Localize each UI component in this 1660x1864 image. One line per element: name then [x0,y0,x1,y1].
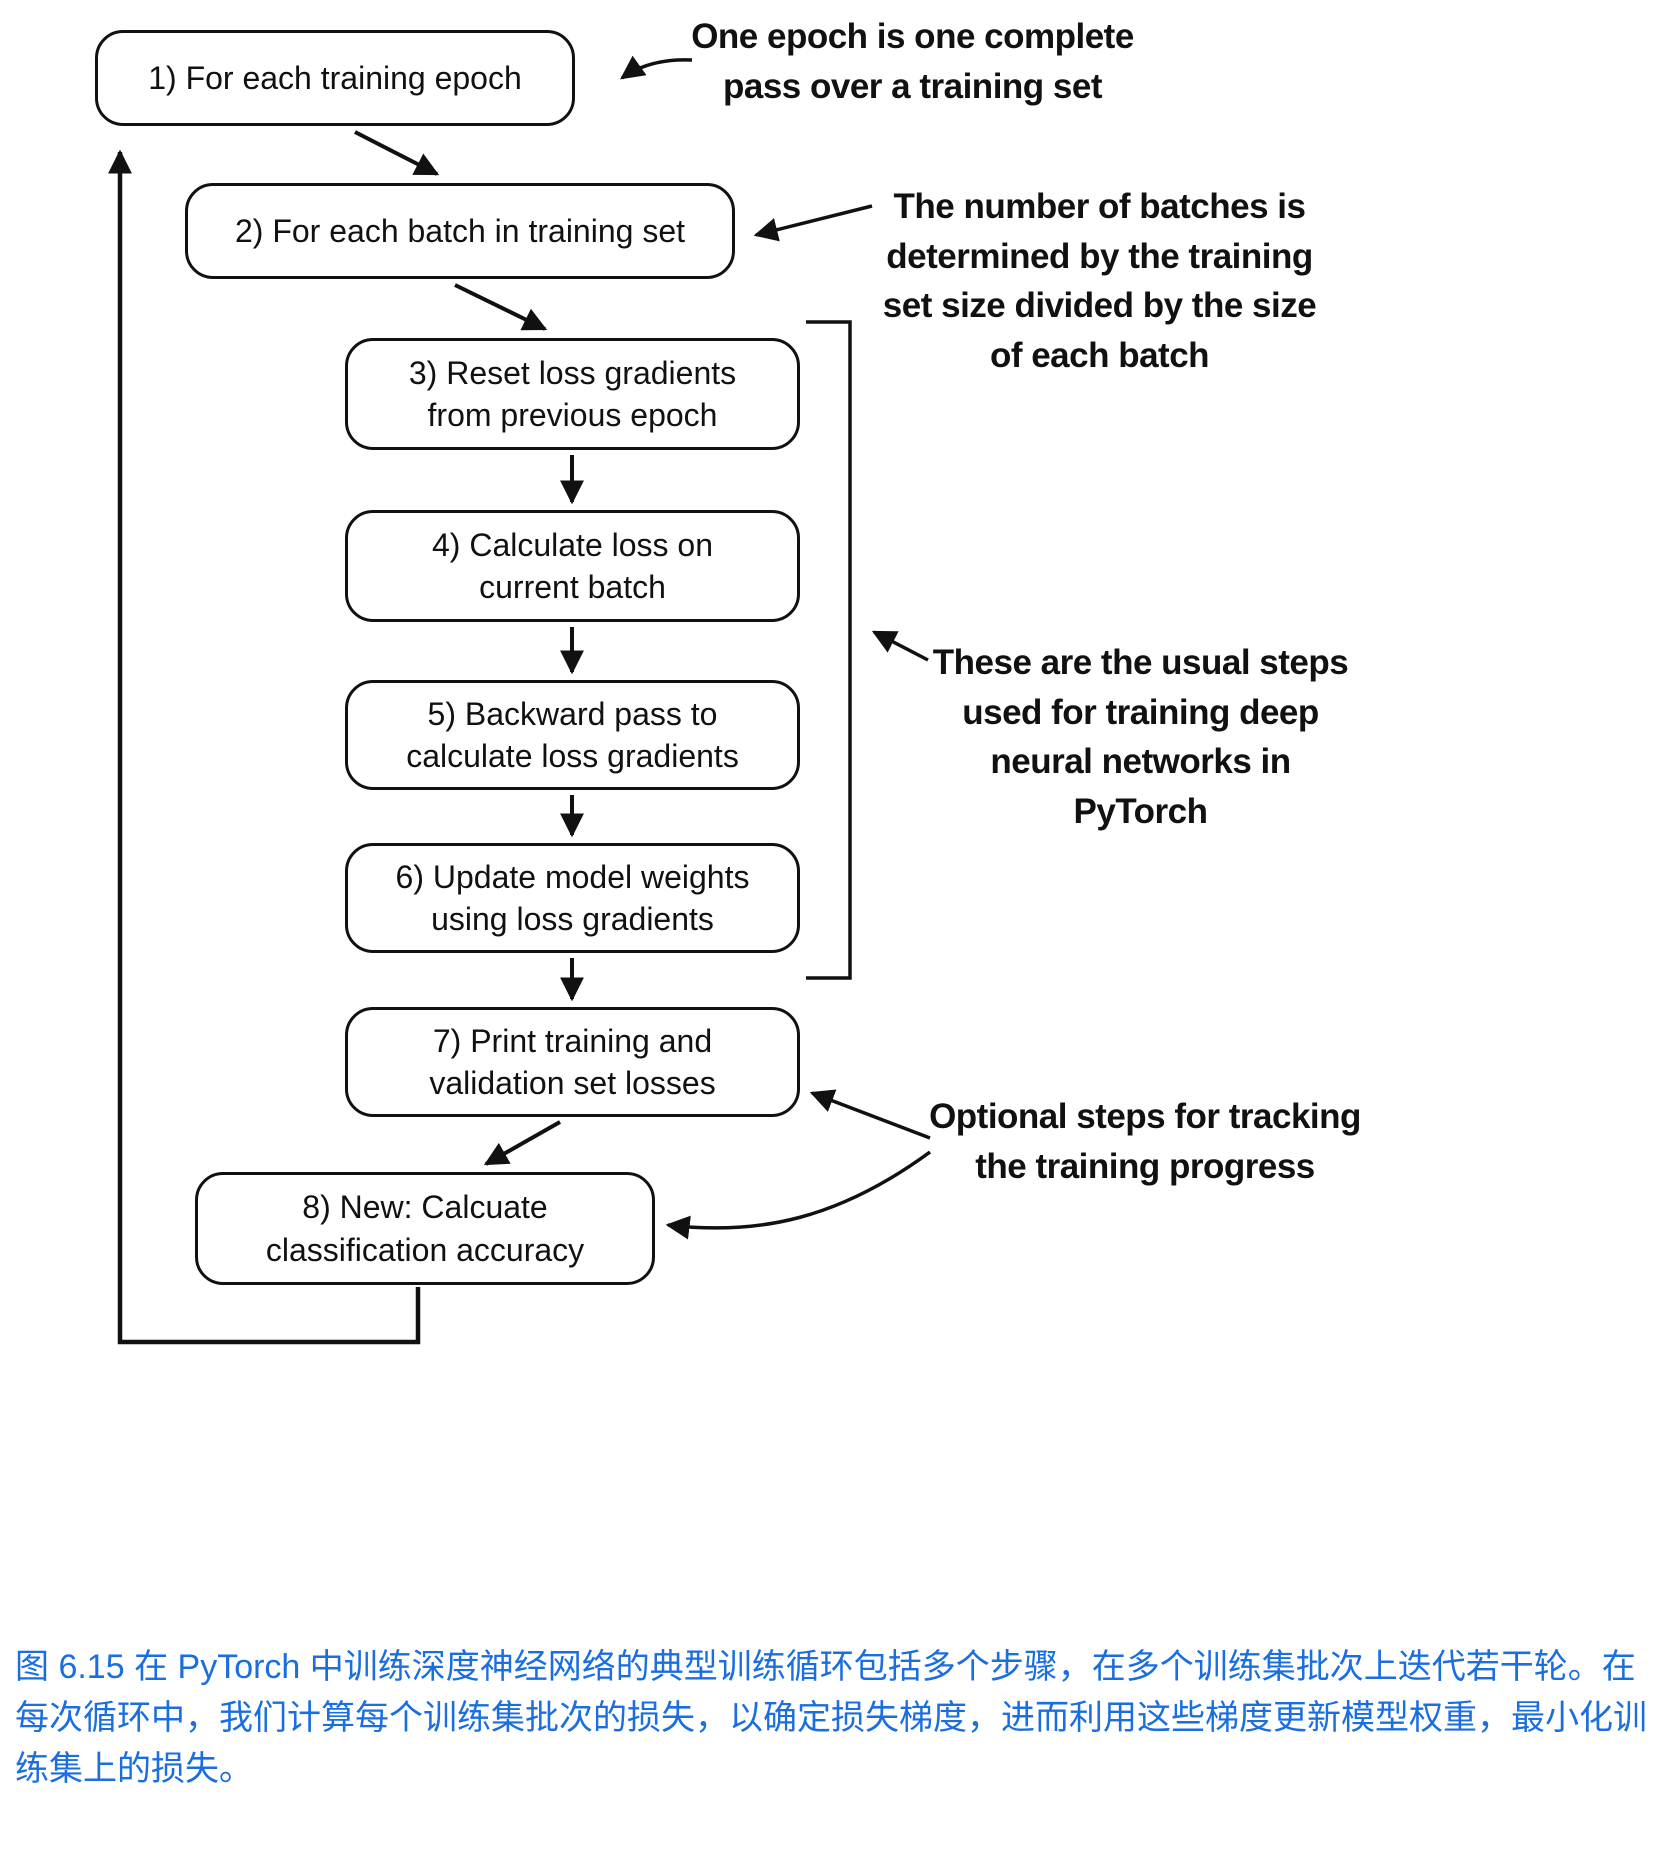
annotation-usual-steps: These are the usual steps used for train… [932,643,1349,832]
annotation-optional-steps: Optional steps for tracking the training… [929,1097,1361,1186]
arrow-node1-node2 [354,130,440,176]
arrow-node7-node8 [483,1120,561,1166]
annotation-batches: The number of batches is determined by t… [882,187,1317,376]
flow-node-7: 7) Print training and validation set los… [345,1007,800,1117]
flow-node-1: 1) For each training epoch [95,30,575,126]
arrow-node2-node3 [454,283,548,331]
flow-node-4: 4) Calculate loss on current batch [345,510,800,622]
arrow-annotation-batches [753,204,873,242]
figure-caption: 图 6.15 在 PyTorch 中训练深度神经网络的典型训练循环包括多个步骤，… [15,1648,1647,1788]
flow-node-6: 6) Update model weights using loss gradi… [345,843,800,953]
flow-node-8: 8) New: Calcuate classification accuracy [195,1172,655,1285]
arrow-annotation-optional-node7 [809,1089,931,1140]
flow-node-3: 3) Reset loss gradients from previous ep… [345,338,800,450]
flow-node-5: 5) Backward pass to calculate loss gradi… [345,680,800,790]
arrow-annotation-optional-node8 [665,1150,932,1240]
flow-node-2: 2) For each batch in training set [185,183,735,279]
steps-bracket [806,320,852,980]
annotation-epoch: One epoch is one complete pass over a tr… [691,17,1134,106]
arrow-annotation-epoch [620,55,693,80]
arrow-annotation-usual-steps [871,630,929,662]
loop-back-line [108,149,421,1345]
